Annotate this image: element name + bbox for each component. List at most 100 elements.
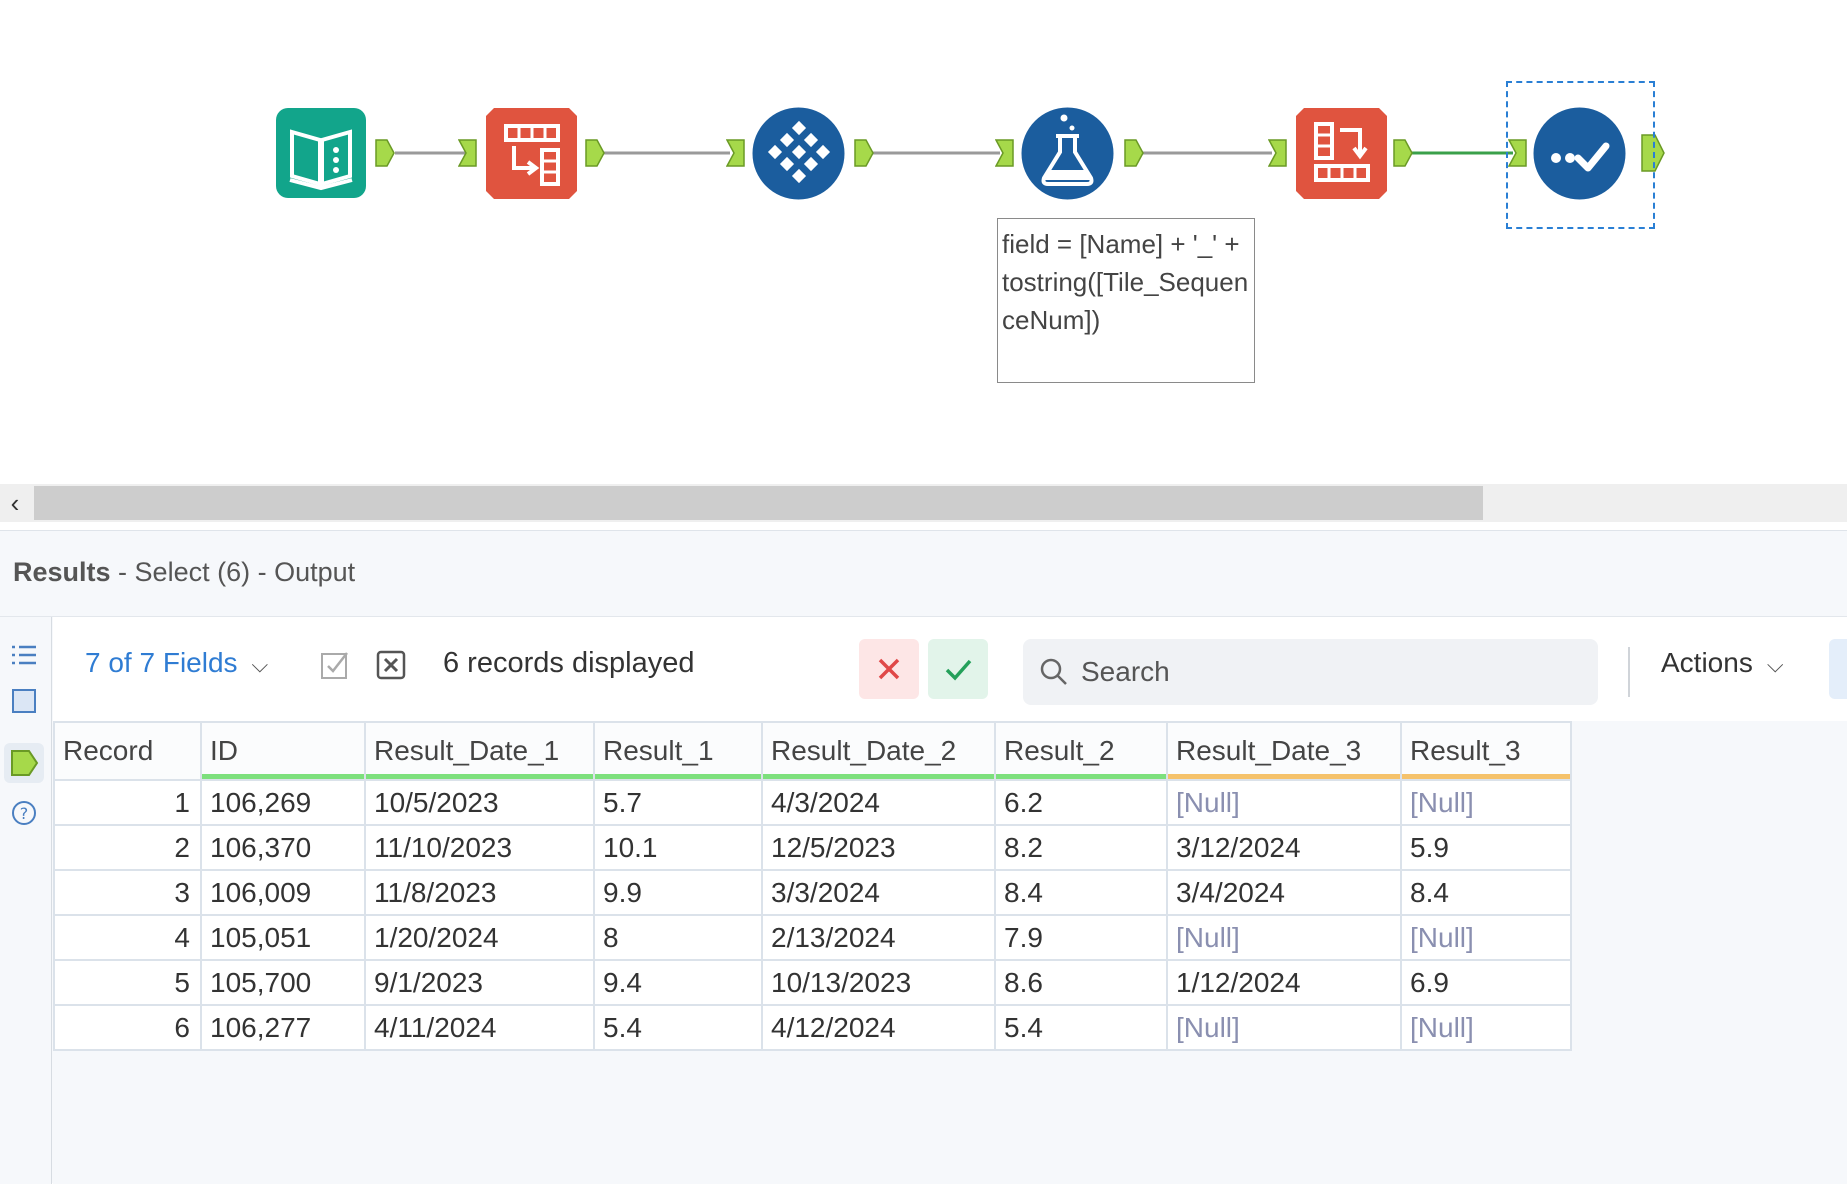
table-cell[interactable]: 5.4	[593, 1004, 763, 1051]
output-anchor[interactable]	[854, 139, 874, 167]
table-cell[interactable]: 8.2	[994, 824, 1168, 871]
table-cell[interactable]: 3/12/2024	[1166, 824, 1402, 871]
output-anchor[interactable]	[1393, 139, 1413, 167]
table-cell[interactable]: 105,700	[200, 959, 366, 1006]
table-cell[interactable]: 8.4	[994, 869, 1168, 916]
apply-filter-button[interactable]	[928, 639, 988, 699]
table-cell[interactable]: 6.2	[994, 779, 1168, 826]
actions-dropdown[interactable]: Actions⌵	[1661, 647, 1784, 679]
table-cell[interactable]: [Null]	[1400, 1004, 1572, 1051]
table-cell[interactable]: 5.9	[1400, 824, 1572, 871]
column-header[interactable]: Result_3	[1400, 721, 1572, 781]
column-header[interactable]: Result_2	[994, 721, 1168, 781]
table-cell[interactable]: [Null]	[1166, 779, 1402, 826]
clear-filter-button[interactable]	[859, 639, 919, 699]
table-cell[interactable]: 106,009	[200, 869, 366, 916]
table-cell[interactable]: 8	[593, 914, 763, 961]
table-cell[interactable]: 9.9	[593, 869, 763, 916]
input-anchor[interactable]	[726, 139, 746, 167]
table-cell[interactable]: [Null]	[1400, 779, 1572, 826]
record-number-cell[interactable]: 4	[53, 914, 202, 961]
anchor-output-icon	[1124, 139, 1144, 167]
column-header[interactable]: Result_Date_3	[1166, 721, 1402, 781]
record-number-cell[interactable]: 1	[53, 779, 202, 826]
table-cell[interactable]: 5.4	[994, 1004, 1168, 1051]
table-cell[interactable]: 8.6	[994, 959, 1168, 1006]
input-anchor[interactable]	[1508, 139, 1528, 167]
output-anchor[interactable]	[585, 139, 605, 167]
scroll-left-arrow-icon[interactable]: ‹	[10, 488, 20, 518]
table-cell[interactable]: 4/12/2024	[761, 1004, 996, 1051]
workflow-canvas[interactable]: field = [Name] + '_' + tostring([Tile_Se…	[0, 0, 1847, 484]
fields-dropdown[interactable]: 7 of 7 Fields⌵	[85, 647, 268, 679]
deselect-all-icon[interactable]	[375, 649, 407, 681]
select-tool[interactable]	[1532, 106, 1627, 201]
record-number-cell[interactable]: 3	[53, 869, 202, 916]
table-cell[interactable]: 105,051	[200, 914, 366, 961]
table-cell[interactable]: 4/3/2024	[761, 779, 996, 826]
table-cell[interactable]: 106,370	[200, 824, 366, 871]
more-options-icon[interactable]: ⋮	[1837, 550, 1847, 578]
column-header[interactable]: ID	[200, 721, 366, 781]
table-cell[interactable]: 106,277	[200, 1004, 366, 1051]
tile-tool[interactable]	[751, 106, 846, 201]
search-box[interactable]	[1023, 639, 1598, 705]
output-anchor[interactable]	[375, 139, 395, 167]
output-anchor[interactable]	[1124, 139, 1144, 167]
record-number-cell[interactable]: 6	[53, 1004, 202, 1051]
table-cell[interactable]: 1/12/2024	[1166, 959, 1402, 1006]
table-cell[interactable]: 4/11/2024	[364, 1004, 595, 1051]
table-cell[interactable]: [Null]	[1166, 914, 1402, 961]
input-data-tool[interactable]	[274, 106, 369, 201]
metadata-view-icon[interactable]	[4, 681, 44, 721]
scrollbar-thumb[interactable]	[34, 486, 1483, 520]
transpose-tool[interactable]	[484, 106, 579, 201]
overflow-toolbar-button[interactable]	[1829, 639, 1847, 699]
table-cell[interactable]: [Null]	[1400, 914, 1572, 961]
table-cell[interactable]: 7.9	[994, 914, 1168, 961]
column-header[interactable]: Result_Date_2	[761, 721, 996, 781]
table-cell[interactable]: 10/5/2023	[364, 779, 595, 826]
field-list-icon[interactable]	[4, 635, 44, 675]
table-cell[interactable]: 5.7	[593, 779, 763, 826]
formula-tool[interactable]	[1020, 106, 1115, 201]
table-cell[interactable]: 106,269	[200, 779, 366, 826]
checkbox-x-icon	[376, 650, 406, 680]
table-cell[interactable]: 10.1	[593, 824, 763, 871]
table-cell[interactable]: 11/10/2023	[364, 824, 595, 871]
input-anchor[interactable]	[458, 139, 478, 167]
table-cell[interactable]: 12/5/2023	[761, 824, 996, 871]
input-anchor[interactable]	[1268, 139, 1288, 167]
cross-tab-tool[interactable]	[1294, 106, 1389, 201]
table-cell[interactable]: 3/3/2024	[761, 869, 996, 916]
checked-checkbox-icon[interactable]	[319, 649, 351, 681]
table-cell[interactable]: 9/1/2023	[364, 959, 595, 1006]
table-cell[interactable]: 6.9	[1400, 959, 1572, 1006]
record-number-cell[interactable]: 5	[53, 959, 202, 1006]
table-cell[interactable]: 8.4	[1400, 869, 1572, 916]
column-header[interactable]: Result_1	[593, 721, 763, 781]
column-header-label: Result_2	[1004, 735, 1115, 766]
table-cell[interactable]: 1/20/2024	[364, 914, 595, 961]
table-cell[interactable]: 10/13/2023	[761, 959, 996, 1006]
table-cell[interactable]: 2/13/2024	[761, 914, 996, 961]
help-icon[interactable]: ?	[4, 793, 44, 833]
search-input[interactable]	[1081, 649, 1581, 695]
record-number-cell[interactable]: 2	[53, 824, 202, 871]
column-header[interactable]: Record	[53, 721, 202, 781]
table-cell[interactable]: 3/4/2024	[1166, 869, 1402, 916]
input-anchor[interactable]	[995, 139, 1015, 167]
output-anchor-view-icon[interactable]	[4, 743, 44, 783]
canvas-horizontal-scrollbar[interactable]: ‹	[0, 484, 1847, 522]
table-cell[interactable]: [Null]	[1166, 1004, 1402, 1051]
column-header[interactable]: Result_Date_1	[364, 721, 595, 781]
table-cell[interactable]: 11/8/2023	[364, 869, 595, 916]
tile-icon	[752, 107, 845, 200]
table-cell[interactable]: 9.4	[593, 959, 763, 1006]
